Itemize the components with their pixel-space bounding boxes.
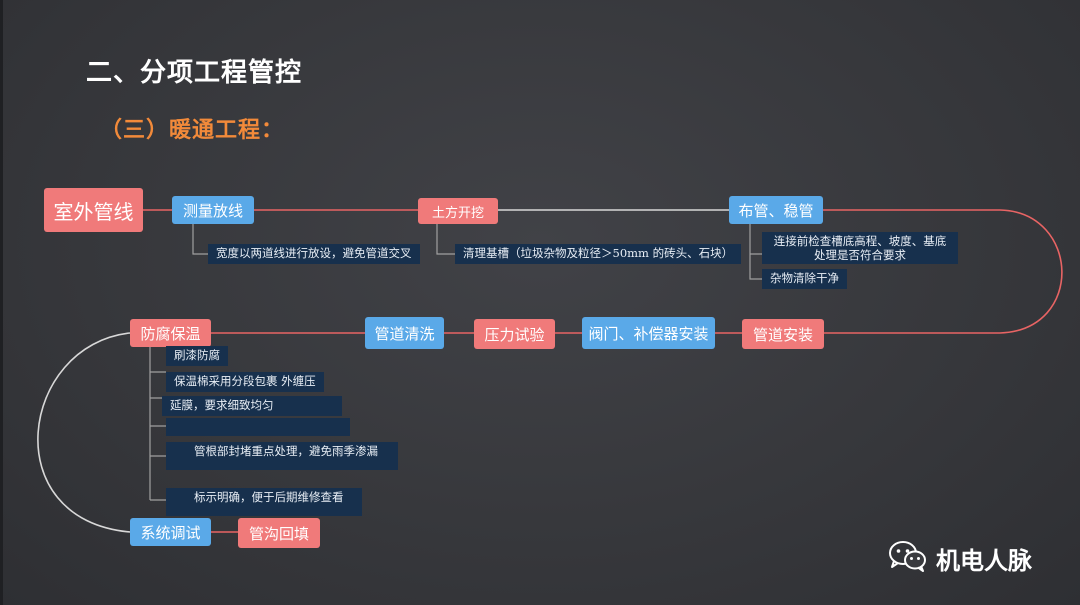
branch-survey-note (192, 224, 208, 255)
link-anti-commissioning-curve (37, 332, 131, 533)
node-commissioning: 系统调试 (130, 518, 211, 546)
slide-edge (0, 0, 3, 605)
node-pressure-test: 压力试验 (474, 319, 555, 349)
note-survey: 宽度以两道线进行放设，避免管道交叉 (208, 244, 420, 264)
node-pipe-laying: 布管、稳管 (729, 196, 823, 224)
note-laying-clean: 杂物清除干净 (762, 269, 847, 289)
note-anti-blank (166, 418, 350, 436)
node-backfill: 管沟回填 (238, 518, 320, 548)
node-outdoor-pipeline: 室外管线 (44, 188, 143, 232)
node-pipe-install: 管道安装 (742, 319, 824, 349)
page-title: 二、分项工程管控 (86, 58, 303, 88)
wechat-logo: 机电人脉 (888, 540, 1032, 576)
node-valve-install: 阀门、补偿器安装 (582, 317, 715, 349)
node-earth-excavation: 土方开挖 (418, 198, 498, 224)
note-excavation: 清理基槽（垃圾杂物及粒径＞50mm 的砖头、石块） (455, 244, 742, 264)
branch-anti-notes (149, 347, 166, 501)
note-anti-seal: 管根部封堵重点处理，避免雨季渗漏 (166, 442, 398, 470)
branch-excavation-note (436, 224, 455, 255)
node-pipe-cleaning: 管道清洗 (365, 317, 444, 349)
note-anti-label: 标示明确，便于后期维修查看 (166, 488, 362, 516)
note-anti-paint: 刷漆防腐 (166, 346, 228, 366)
logo-text: 机电人脉 (936, 546, 1032, 575)
node-survey-layout: 测量放线 (172, 196, 254, 224)
section-subtitle: （三）暖通工程： (100, 118, 285, 143)
note-anti-film: 延膜，要求细致均匀 (162, 396, 342, 416)
node-anticorrosion: 防腐保温 (130, 319, 211, 347)
note-anti-wrap: 保温棉采用分段包裹 外缠压 (166, 372, 324, 392)
link-laying-install-curve (823, 209, 1063, 334)
branch-laying-notes (749, 224, 762, 280)
wechat-icon (888, 540, 928, 576)
note-laying-check: 连接前检查槽底高程、坡度、基底 处理是否符合要求 (762, 232, 958, 264)
